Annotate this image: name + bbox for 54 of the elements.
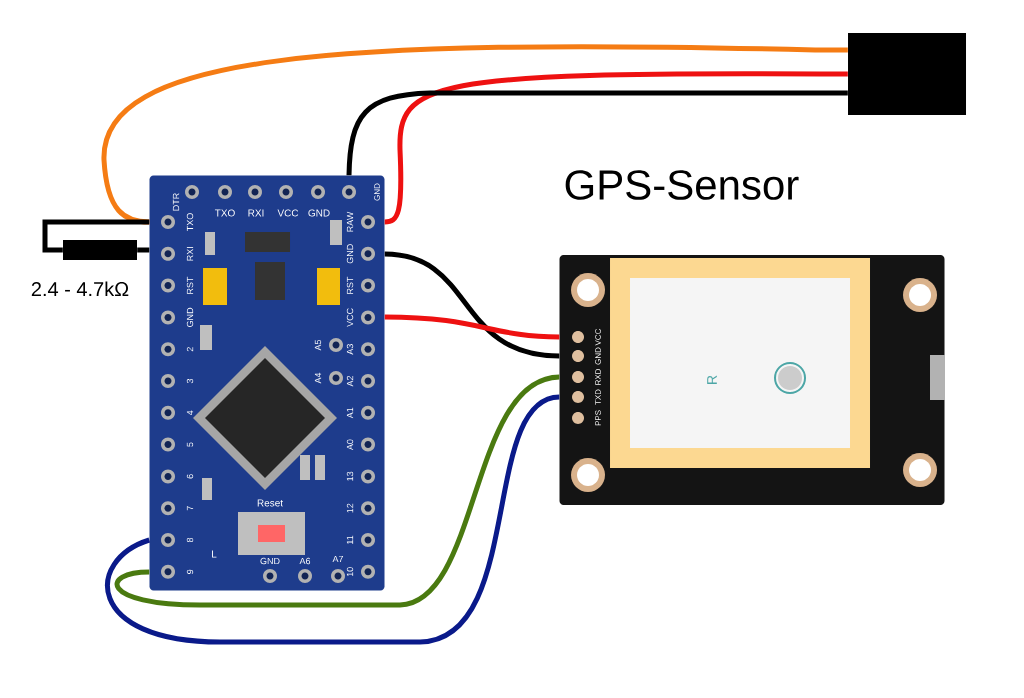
pin-label: A7 <box>332 555 344 563</box>
pin-label: A5 <box>314 339 322 351</box>
pin-label: VCC <box>346 308 354 327</box>
pin-label: TXO <box>214 209 235 217</box>
pin-label: A3 <box>346 344 354 355</box>
pin-label: A6 <box>299 557 311 565</box>
resistance-label: 2.4 - 4.7kΩ <box>31 281 129 297</box>
connector-plug <box>848 33 966 115</box>
pin-label: 5 <box>186 442 194 447</box>
pin-label: RXD <box>595 368 601 385</box>
pin-label: RST <box>186 276 194 294</box>
pin-label: 12 <box>346 503 354 513</box>
pin-label: TXO <box>186 213 194 232</box>
pin-label: L <box>212 550 217 558</box>
resistor-symbol <box>63 240 137 260</box>
pin-label: 10 <box>346 567 354 577</box>
wire <box>384 314 560 340</box>
pin-label: A0 <box>346 439 354 451</box>
pin-label: PPS <box>595 410 601 426</box>
pin-label: 11 <box>346 535 354 544</box>
wire <box>346 90 848 176</box>
antenna-marking: R <box>707 375 717 384</box>
pin-label: RAW <box>346 211 354 232</box>
pin-label: 13 <box>346 471 354 481</box>
pin-label: RXI <box>186 247 194 261</box>
wire <box>115 374 560 608</box>
pin-label: A4 <box>314 372 322 384</box>
pin-label: 8 <box>186 537 194 543</box>
pin-label: RST <box>346 276 354 294</box>
pin-label: VCC <box>277 209 299 217</box>
pin-label: RXI <box>248 209 264 217</box>
pin-label: GND <box>346 244 354 264</box>
pin-label: 2 <box>186 347 194 352</box>
pin-label: A1 <box>346 407 354 419</box>
pin-label: 9 <box>186 569 194 574</box>
pin-label: 7 <box>186 506 194 511</box>
pin-label: DTR <box>172 193 180 211</box>
button-label: Reset <box>257 499 283 507</box>
pin-label: GND <box>374 183 380 201</box>
pin-label: 3 <box>186 378 194 384</box>
wire <box>137 247 150 253</box>
pin-label: GND <box>308 209 330 217</box>
pin-label: A2 <box>346 375 354 387</box>
pin-label: VCC <box>595 328 601 346</box>
pin-label: GND <box>595 347 601 365</box>
pin-label: 6 <box>186 474 194 479</box>
pin-label: GND <box>186 307 194 327</box>
wire <box>384 251 560 359</box>
wire <box>42 219 150 253</box>
wire <box>105 394 560 645</box>
pin-label: TXD <box>595 389 601 405</box>
pin-label: GND <box>260 557 280 565</box>
pin-label: 4 <box>186 410 194 416</box>
title: GPS-Sensor <box>565 170 799 200</box>
